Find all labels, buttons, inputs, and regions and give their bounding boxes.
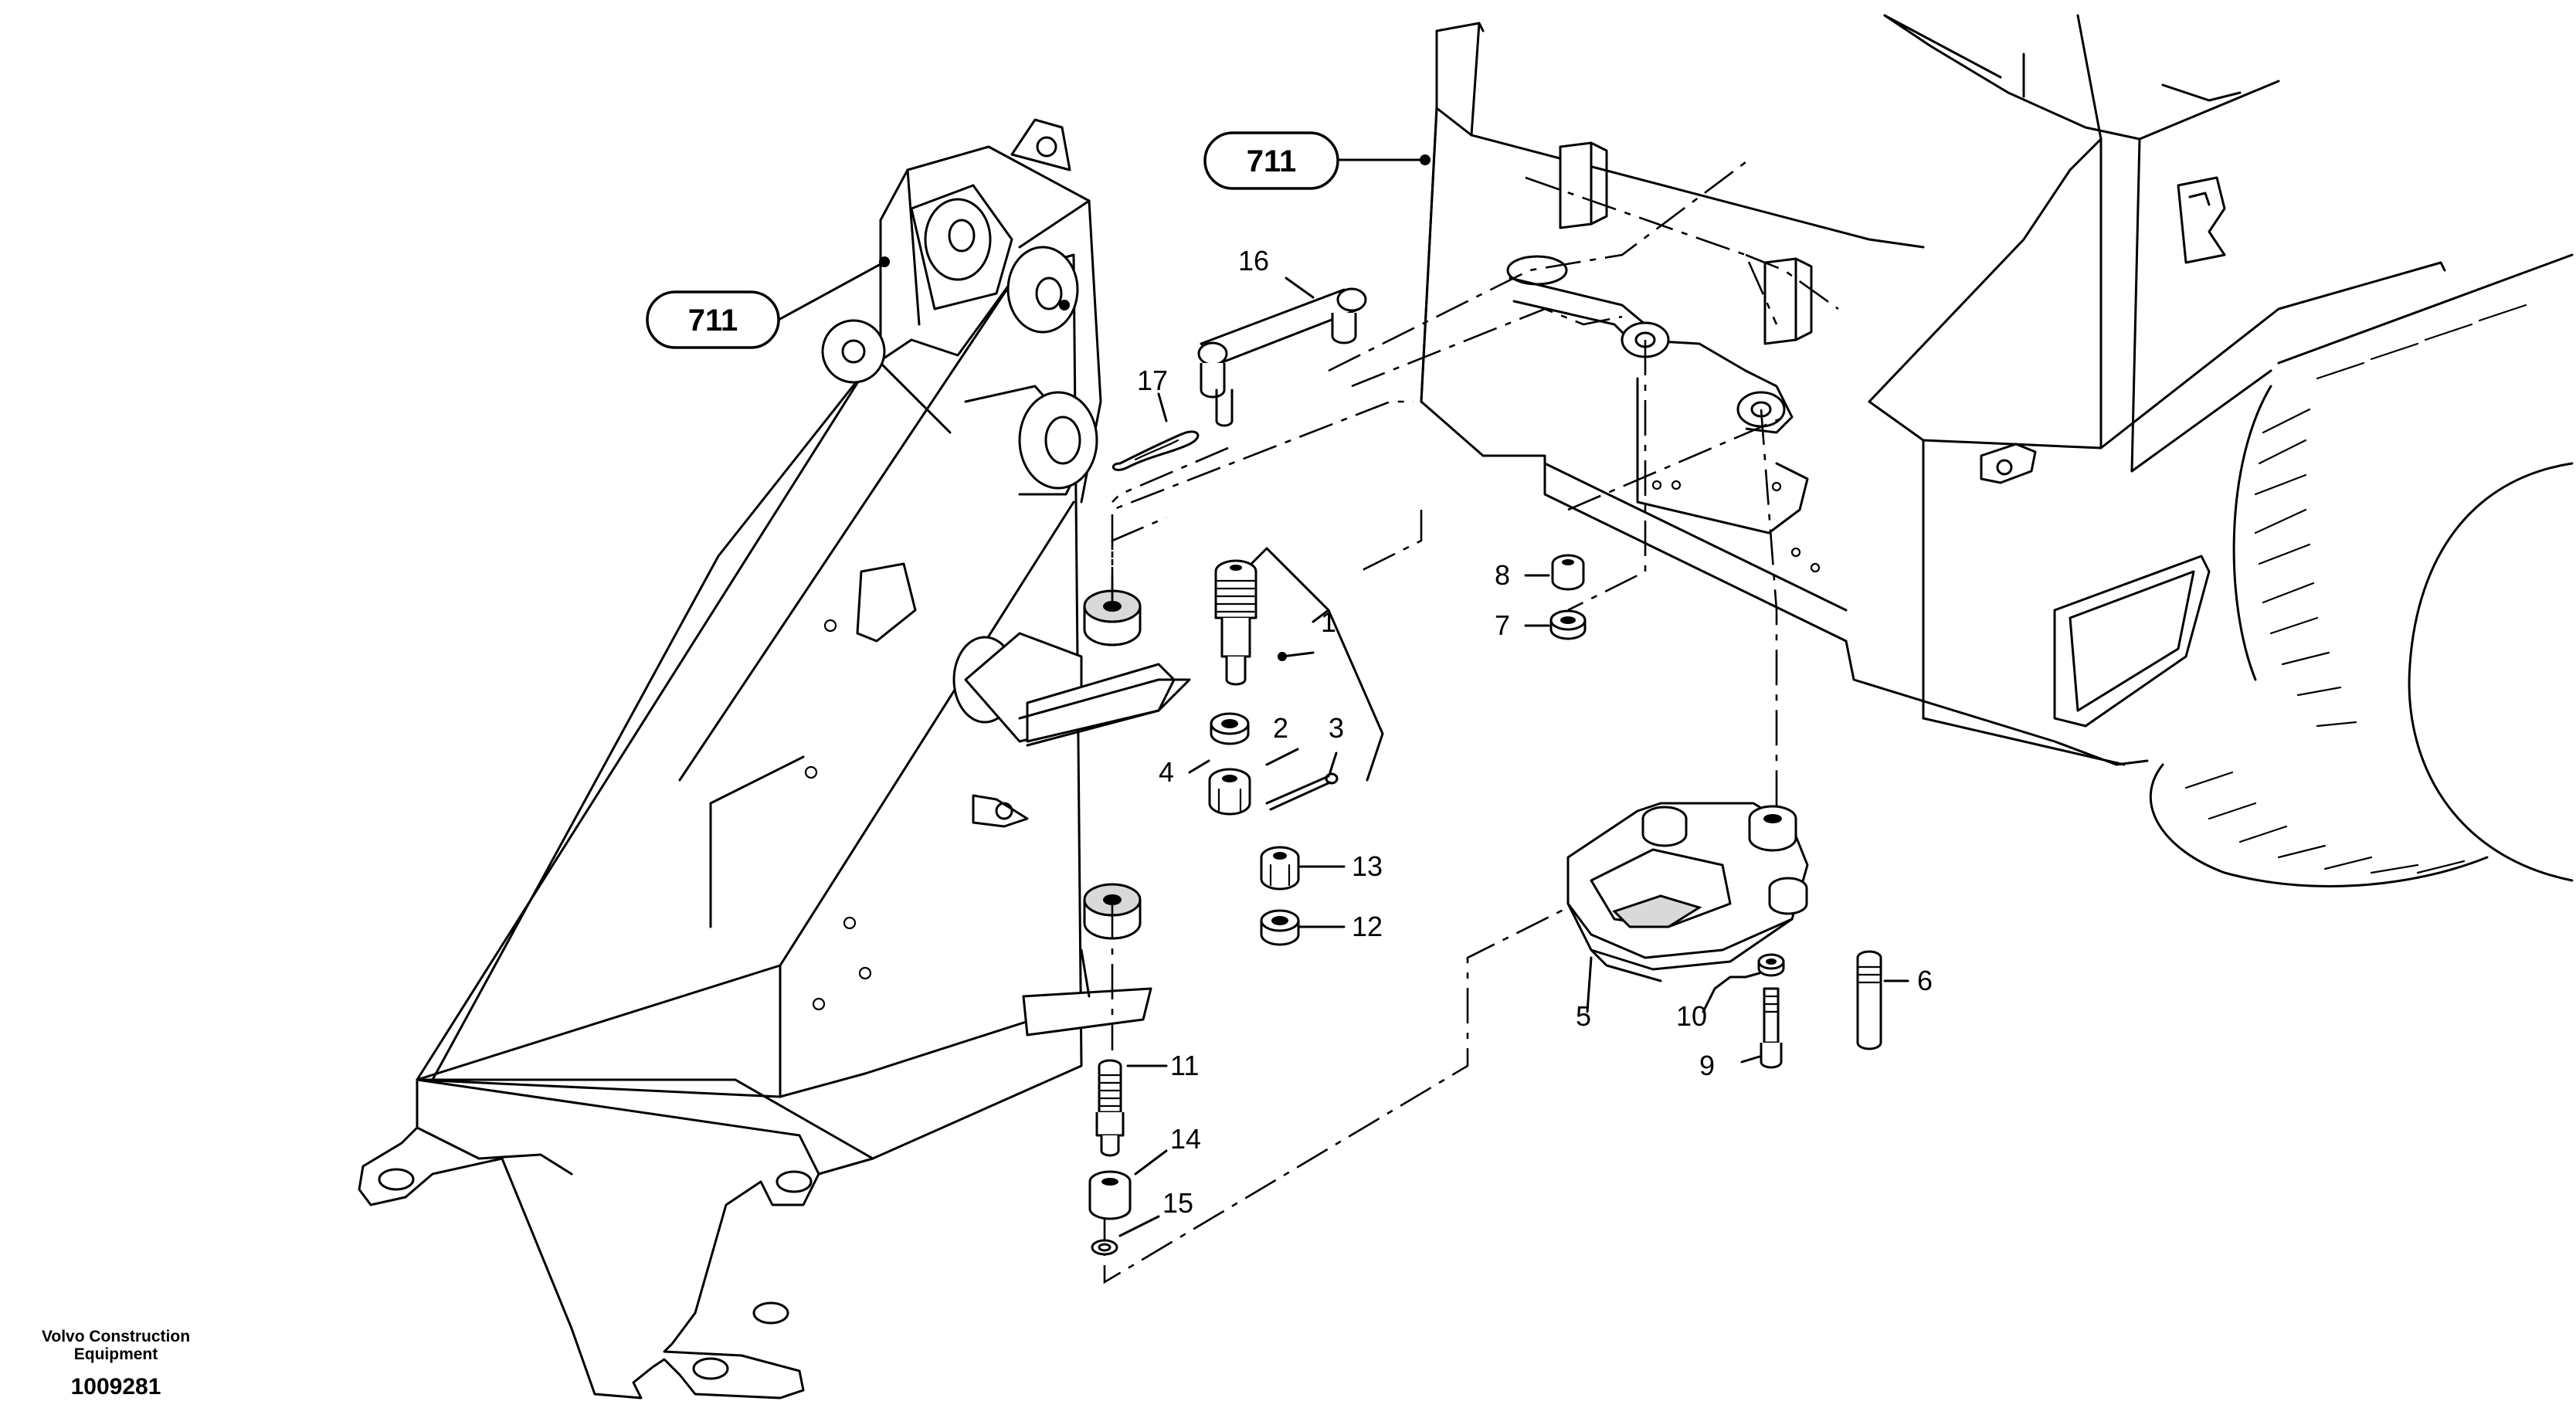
part-8-nut <box>1551 554 1585 591</box>
callout-14: 14 <box>1170 1123 1201 1155</box>
part-2-castle-nut <box>1208 768 1251 816</box>
callout-numbers: 1 2 3 4 5 6 7 8 9 10 11 12 13 14 15 16 1… <box>1137 245 1933 1219</box>
company-name-line1: Volvo Construction <box>42 1328 190 1345</box>
part-14-bushing <box>1088 1170 1132 1220</box>
part-5-plate <box>1566 802 1809 982</box>
part-11-stud-bolt <box>1095 1059 1125 1157</box>
part-17-spring-clip <box>1112 430 1200 471</box>
part-4-washer <box>1210 712 1250 745</box>
callout-9: 9 <box>1699 1050 1715 1081</box>
assembly-lines <box>1103 161 1839 1284</box>
callout-3: 3 <box>1329 712 1344 744</box>
callout-6: 6 <box>1917 965 1933 996</box>
part-3-split-pin <box>1265 772 1339 811</box>
part-10-spring-washer <box>1757 953 1785 977</box>
callout-2: 2 <box>1273 712 1288 744</box>
reference-711-right[interactable]: 711 <box>1203 131 1431 190</box>
machine-frame <box>1420 14 2574 887</box>
callout-1: 1 <box>1321 606 1336 638</box>
part-15-o-ring <box>1091 1239 1118 1256</box>
part-16-link-plate <box>1197 287 1367 427</box>
callout-8: 8 <box>1495 559 1510 591</box>
part-13-lock-nut <box>1260 846 1300 891</box>
part-9-bolt <box>1760 987 1783 1069</box>
callout-5: 5 <box>1576 1000 1591 1032</box>
callout-leaders <box>1118 277 1909 1237</box>
part-6-dowel-pin <box>1856 950 1882 1050</box>
svg-text:711: 711 <box>688 304 738 338</box>
company-name-line2: Equipment <box>74 1345 158 1363</box>
callout-12: 12 <box>1352 911 1383 942</box>
swing-frame <box>358 118 1191 1400</box>
part-12-spacer <box>1260 909 1300 946</box>
callout-15: 15 <box>1162 1187 1193 1219</box>
callout-4: 4 <box>1159 756 1174 788</box>
callout-13: 13 <box>1352 850 1383 882</box>
footer-block: Volvo Construction Equipment 1009281 <box>42 1328 190 1400</box>
reference-711-left[interactable]: 711 <box>646 256 890 349</box>
callout-7: 7 <box>1495 609 1510 641</box>
part-7-washer <box>1549 609 1587 640</box>
part-1-pin-bolt <box>1214 559 1257 686</box>
svg-text:711: 711 <box>1247 144 1297 178</box>
callout-11: 11 <box>1170 1050 1199 1081</box>
callout-16: 16 <box>1238 245 1269 277</box>
callout-17: 17 <box>1137 365 1168 396</box>
callout-10: 10 <box>1676 1000 1707 1032</box>
drawing-number: 1009281 <box>71 1374 161 1400</box>
